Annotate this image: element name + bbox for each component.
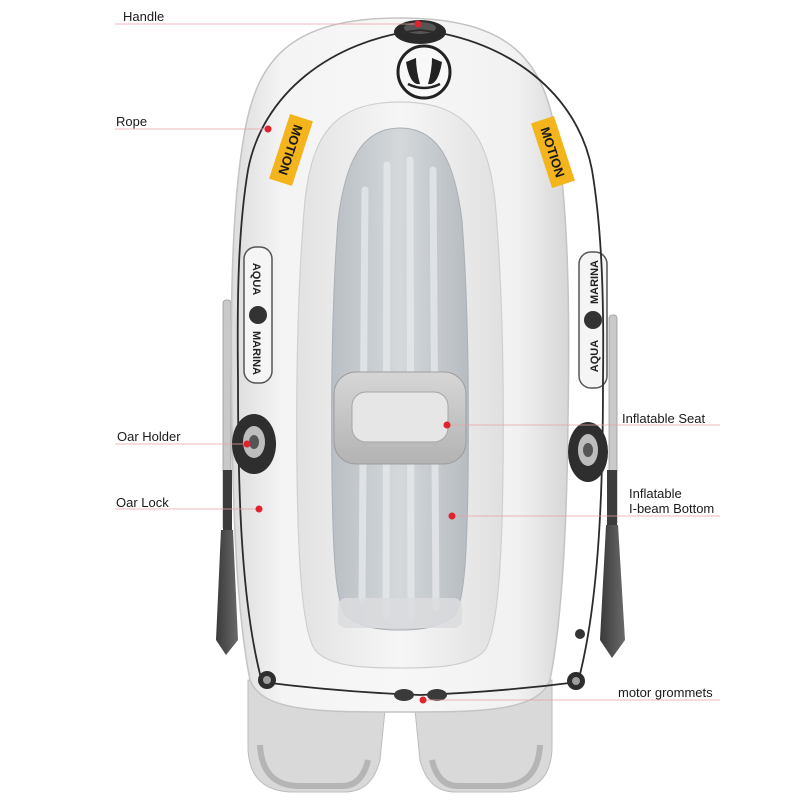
callout-markers <box>243 20 456 704</box>
label-rope: Rope <box>116 114 148 129</box>
label-inflatable-seat: Inflatable Seat <box>622 411 706 426</box>
safety-rope <box>236 29 605 696</box>
brand-logo-left: AQUA MARINA <box>243 246 273 384</box>
label-ibeam-bottom: Inflatable I-beam Bottom <box>629 486 715 516</box>
leader-lines <box>115 23 720 701</box>
label-handle: Handle <box>123 9 165 24</box>
brand-logo-right: AQUA MARINA <box>578 251 608 389</box>
svg-text:MARINA: MARINA <box>250 331 262 375</box>
inflatable-seat <box>333 371 467 465</box>
svg-text:AQUA: AQUA <box>250 263 262 295</box>
bow-emblem-icon <box>396 44 452 100</box>
oar-holder-left <box>232 414 276 474</box>
label-oar-lock: Oar Lock <box>116 495 169 510</box>
svg-text:MARINA: MARINA <box>589 260 601 304</box>
motor-grommets <box>258 629 585 701</box>
left-oar <box>216 299 238 655</box>
oar-holder-right <box>568 422 608 482</box>
right-oar <box>600 314 625 658</box>
label-motor-grommets: motor grommets <box>618 685 713 700</box>
label-oar-holder: Oar Holder <box>117 429 181 444</box>
svg-text:AQUA: AQUA <box>589 340 601 372</box>
